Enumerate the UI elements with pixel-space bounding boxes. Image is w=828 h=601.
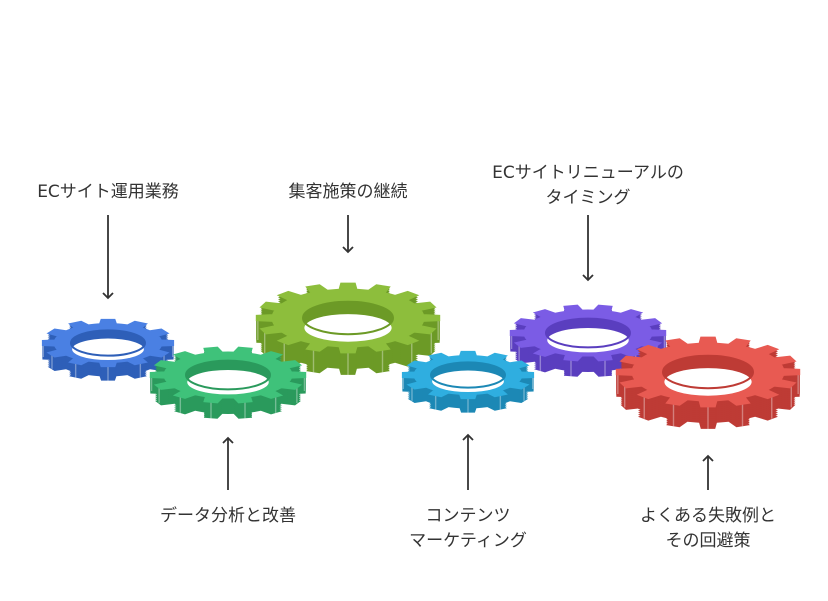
gear-5 [509,304,667,377]
gear-label-data-analysis: データ分析と改善 [160,504,296,529]
label-line: ECサイト運用業務 [37,182,179,202]
gear-4 [401,350,535,413]
label-line: 集客施策の継続 [288,182,408,202]
label-line: タイミング [545,188,631,208]
label-line: ECサイトリニューアルの [492,163,684,183]
gear-2 [149,346,307,419]
label-line: マーケティング [409,531,527,551]
gear-1 [41,318,175,381]
gear-label-ec-operations: ECサイト運用業務 [37,180,179,205]
gear-3 [255,282,441,375]
gear-6 [615,336,801,429]
label-line: コンテンツ [425,506,511,526]
label-line: よくある失敗例と [640,506,776,526]
gear-label-renewal-timing: ECサイトリニューアルの タイミング [492,161,684,211]
gear-label-content-marketing: コンテンツ マーケティング [409,504,527,554]
label-line: その回避策 [665,531,751,551]
gear-label-customer-acquisition: 集客施策の継続 [289,180,408,205]
gear-label-failure-cases: よくある失敗例と その回避策 [640,504,776,554]
label-line: データ分析と改善 [160,506,296,526]
